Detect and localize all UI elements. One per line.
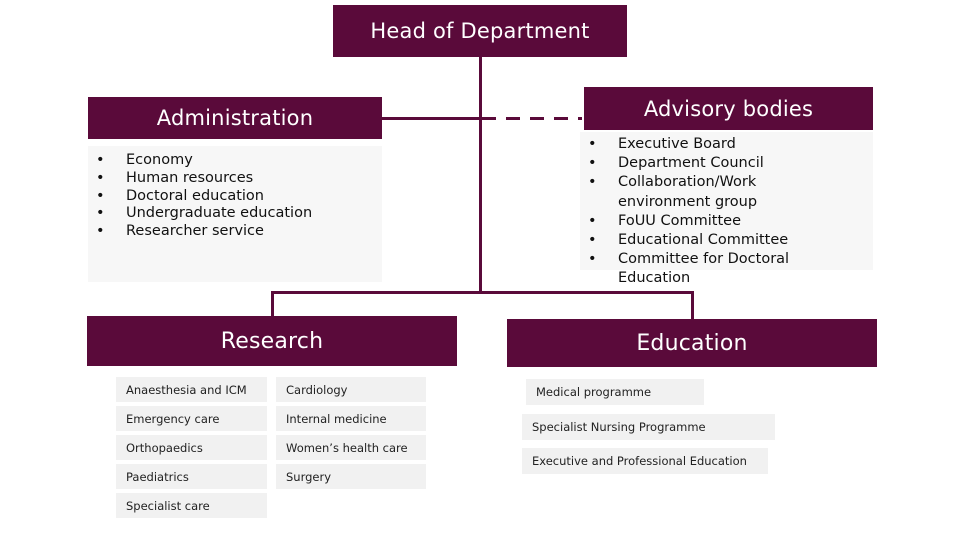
advisory-bodies-title: Advisory bodies xyxy=(643,96,814,121)
advisory-item: Department Council xyxy=(588,154,833,173)
education-programme-label: Medical programme xyxy=(536,385,652,399)
administration-item: Economy xyxy=(96,152,312,170)
research-unit-tag: Specialist care xyxy=(116,493,267,518)
administration-item: Doctoral education xyxy=(96,188,312,206)
advisory-bodies-box: Advisory bodies xyxy=(584,87,873,130)
research-unit-label: Internal medicine xyxy=(286,411,387,426)
research-unit-tag: Anaesthesia and ICM xyxy=(116,377,267,402)
administration-list: Economy Human resources Doctoral educati… xyxy=(96,152,312,241)
research-unit-label: Anaesthesia and ICM xyxy=(126,382,247,397)
research-unit-tag: Surgery xyxy=(276,464,426,489)
advisory-item: Executive Board xyxy=(588,135,833,154)
research-unit-tag: Cardiology xyxy=(276,377,426,402)
research-unit-label: Cardiology xyxy=(286,382,348,397)
research-unit-tag: Orthopaedics xyxy=(116,435,267,460)
education-box: Education xyxy=(507,319,877,367)
administration-item: Undergraduate education xyxy=(96,205,312,223)
research-unit-label: Emergency care xyxy=(126,411,220,426)
connector-research xyxy=(271,291,274,316)
administration-title: Administration xyxy=(156,106,314,130)
advisory-list: Executive Board Department Council Colla… xyxy=(588,135,833,289)
education-programme-tag: Specialist Nursing Programme xyxy=(522,414,775,440)
administration-item: Researcher service xyxy=(96,223,312,241)
research-box: Research xyxy=(87,316,457,366)
research-title: Research xyxy=(220,328,324,354)
education-programme-tag: Medical programme xyxy=(526,379,704,405)
advisory-item: Educational Committee xyxy=(588,231,833,250)
research-unit-label: Orthopaedics xyxy=(126,440,203,455)
connector-admin xyxy=(382,117,481,120)
research-unit-tag: Women’s health care xyxy=(276,435,426,460)
advisory-item: Collaboration/Work environment group xyxy=(588,173,833,211)
connector-education xyxy=(691,291,694,319)
research-unit-tag: Internal medicine xyxy=(276,406,426,431)
research-unit-label: Specialist care xyxy=(126,498,210,513)
research-unit-label: Surgery xyxy=(286,469,332,484)
research-unit-tag: Paediatrics xyxy=(116,464,267,489)
advisory-item: Committee for Doctoral Education xyxy=(588,250,833,288)
connector-advisory-dashed xyxy=(482,117,582,120)
administration-box: Administration xyxy=(88,97,382,139)
head-of-department-label: Head of Department xyxy=(370,19,590,43)
advisory-item: FoUU Committee xyxy=(588,212,833,231)
research-unit-label: Paediatrics xyxy=(126,469,189,484)
education-programme-label: Executive and Professional Education xyxy=(532,454,747,468)
education-programme-tag: Executive and Professional Education xyxy=(522,448,768,474)
administration-item: Human resources xyxy=(96,170,312,188)
education-programme-label: Specialist Nursing Programme xyxy=(532,420,706,434)
research-unit-tag: Emergency care xyxy=(116,406,267,431)
research-unit-label: Women’s health care xyxy=(286,440,408,455)
head-of-department-box: Head of Department xyxy=(333,5,627,57)
connector-horizontal-bottom xyxy=(271,291,693,294)
connector-head-trunk xyxy=(479,57,482,292)
education-title: Education xyxy=(636,330,748,356)
